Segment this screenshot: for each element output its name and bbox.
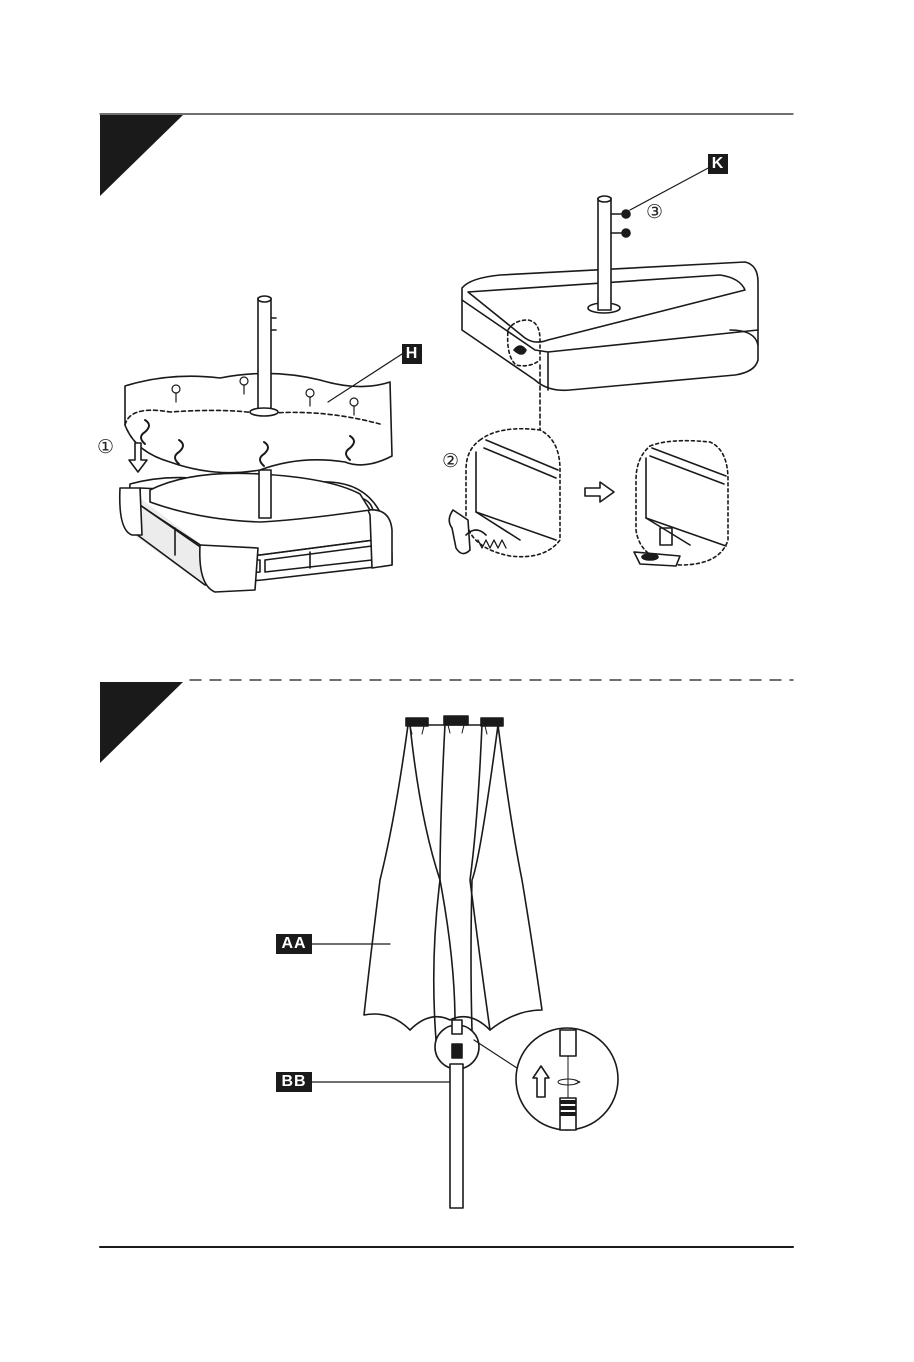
right-arrow-icon [585, 482, 614, 502]
step-number-2: ② [442, 451, 459, 471]
label-part-aa: AA [276, 934, 312, 954]
step-number-3: ③ [646, 202, 663, 222]
folded-canopy [312, 716, 542, 1040]
joint-detail [435, 1020, 520, 1070]
label-part-h: H [402, 344, 422, 364]
step-number-1: ① [97, 437, 114, 457]
sand-bag-cover [125, 296, 402, 473]
step-2-badge [100, 682, 183, 763]
joint-zoom [516, 1028, 618, 1130]
bottom-pole [312, 1064, 463, 1208]
base-frame [120, 470, 392, 592]
step-1-badge [100, 115, 183, 196]
assembled-base [462, 166, 758, 430]
clip-detail-after [634, 441, 728, 566]
label-part-k: K [708, 154, 728, 174]
label-part-bb: BB [276, 1072, 312, 1092]
clip-detail-before [449, 429, 560, 557]
